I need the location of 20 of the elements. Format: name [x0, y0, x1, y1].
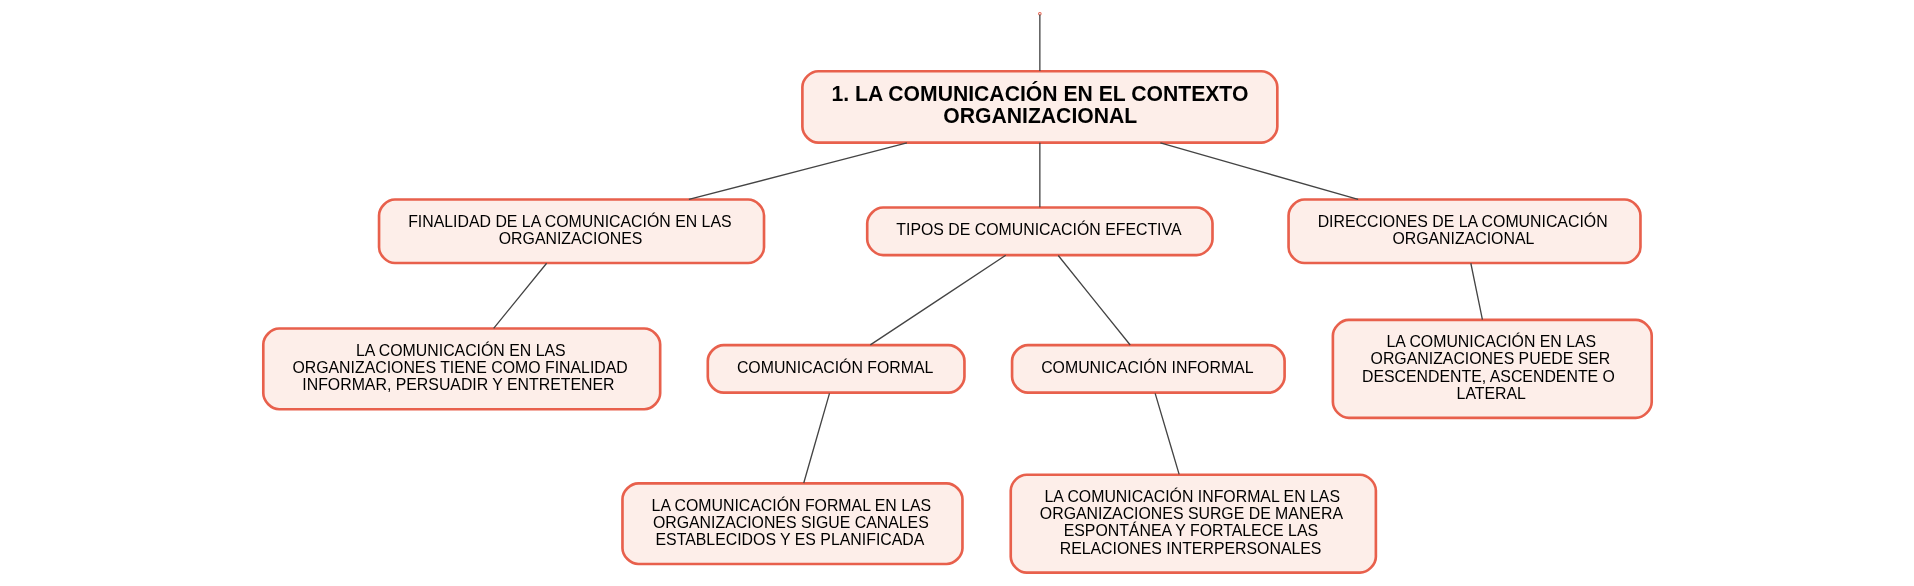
node-box: COMUNICACIÓN INFORMAL	[1010, 343, 1286, 395]
connector	[1038, 142, 1040, 208]
node-box: FINALIDAD DE LA COMUNICACIÓN EN LAS ORGANIZACIONES	[377, 198, 765, 265]
connector	[1154, 392, 1180, 476]
connector	[802, 392, 830, 484]
node-box: DIRECCIONES DE LA COMUNICACIÓN ORGANIZACIONAL	[1286, 198, 1642, 265]
connector	[1038, 13, 1040, 72]
connector	[1469, 262, 1483, 321]
node-box: LA COMUNICACIÓN EN LAS ORGANIZACIONES PUEDE SER DESCENDENTE, ASCENDENTE O LATERAL	[1331, 318, 1653, 420]
node-box: LA COMUNICACIÓN FORMAL EN LAS ORGANIZACIONES SIGUE CANALES ESTABLECIDOS Y ES PLANIFICADA	[620, 482, 964, 566]
connector	[869, 254, 1006, 346]
connector	[1057, 254, 1131, 346]
connector	[492, 262, 547, 329]
node-box: 1. LA COMUNICACIÓN EN EL CONTEXTO ORGANIZACIONAL	[800, 69, 1279, 144]
connector	[687, 142, 908, 201]
node-box: LA COMUNICACIÓN EN LAS ORGANIZACIONES TIENE COMO FINALIDAD INFORMAR, PERSUADIR Y ENTRETENER	[261, 327, 661, 411]
connector	[1159, 142, 1359, 201]
node-box: COMUNICACIÓN FORMAL	[705, 343, 966, 395]
node-box: LA COMUNICACIÓN INFORMAL EN LAS ORGANIZACIONES SURGE DE MANERA ESPONTÁNEA Y FORTALECE LAS RELACIONES INTERPERSONALES	[1008, 473, 1377, 574]
node-box: TIPOS DE COMUNICACIÓN EFECTIVA	[865, 206, 1214, 257]
